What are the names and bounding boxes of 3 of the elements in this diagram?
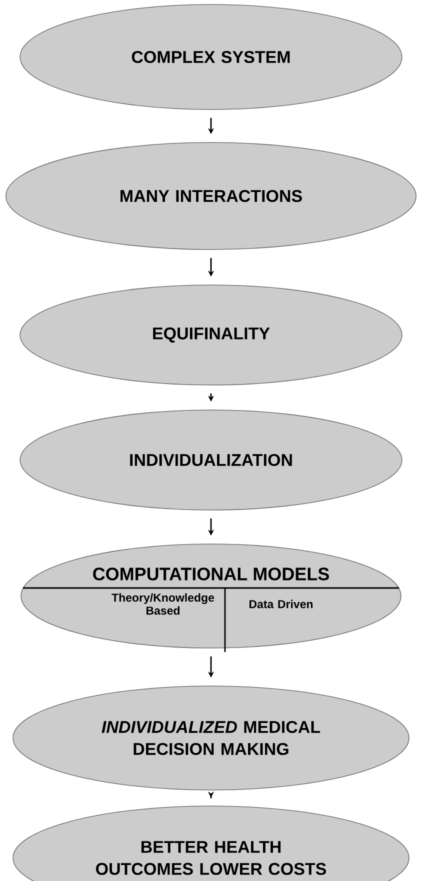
model-title: COMPUTATIONAL MODELS (93, 568, 329, 580)
column-label: Data Driven (250, 600, 313, 608)
column-label: Theory/Knowledge Based (112, 593, 214, 615)
